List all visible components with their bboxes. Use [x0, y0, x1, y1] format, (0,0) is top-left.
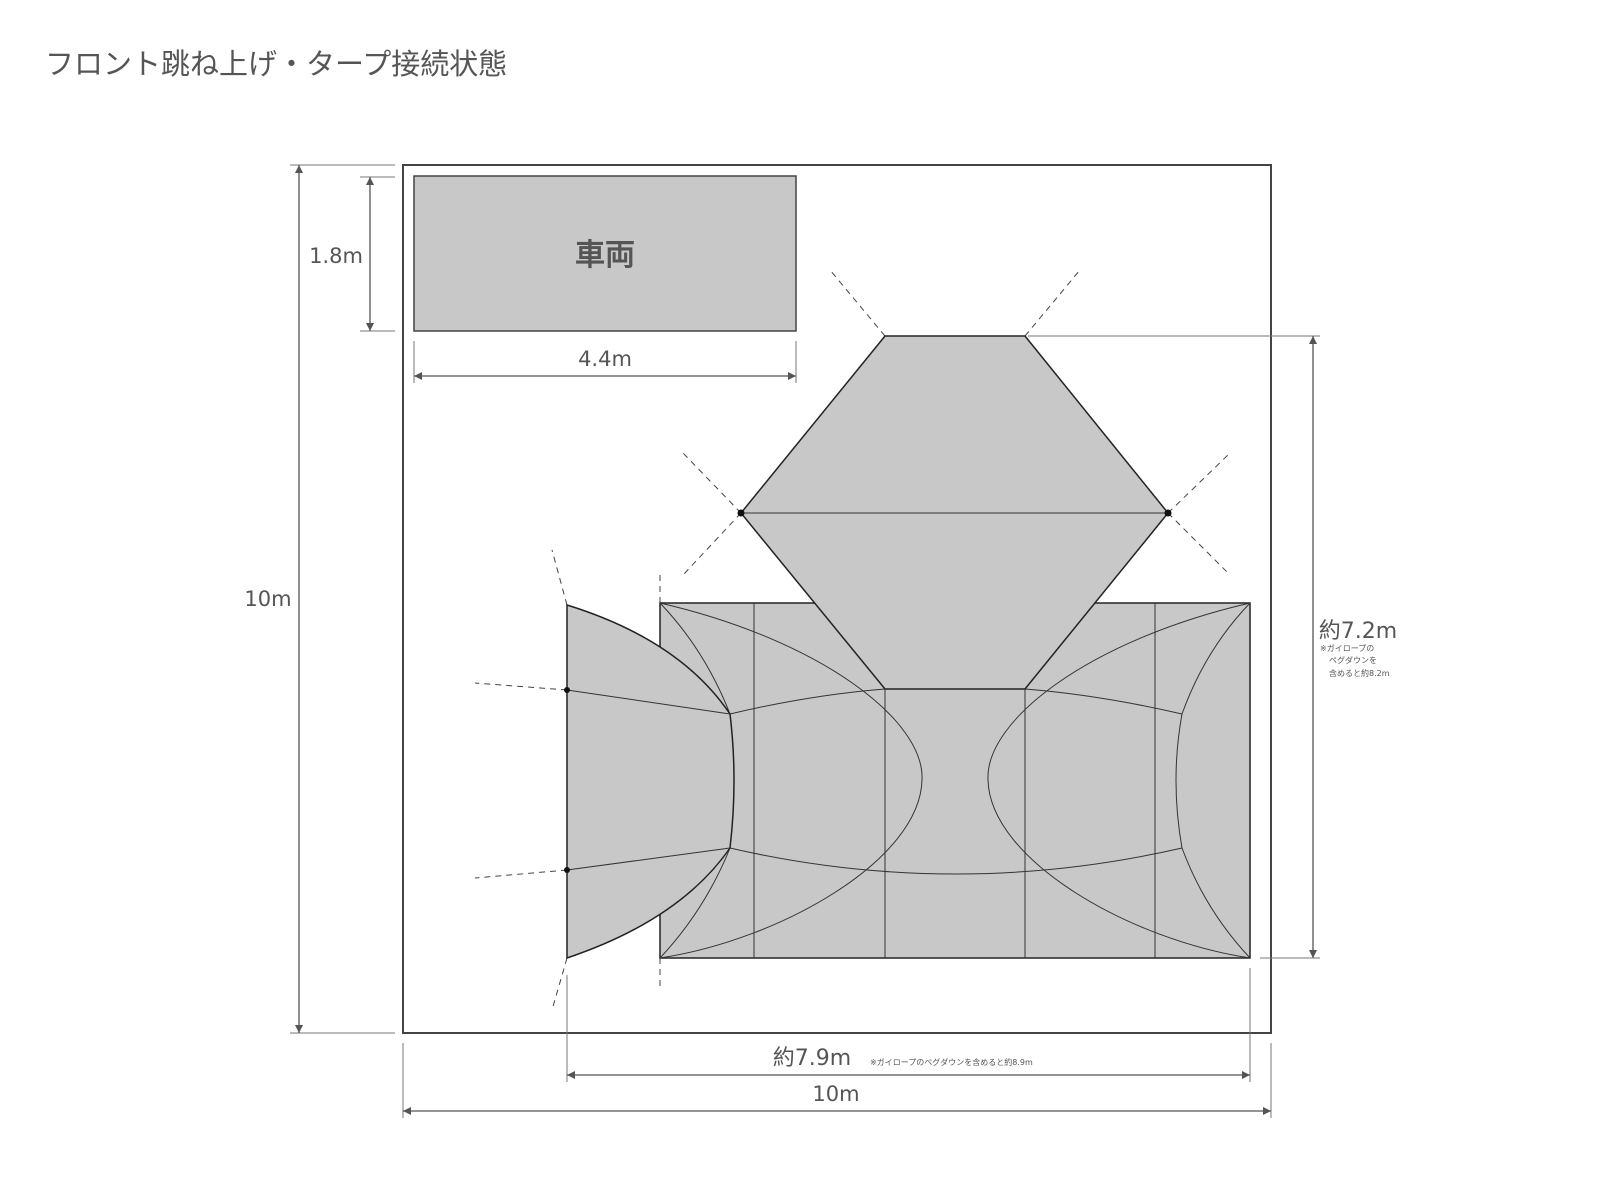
- vehicle-width-label: 1.8m: [309, 244, 363, 268]
- site-boundary: [402, 164, 1272, 1034]
- vehicle-length-label: 4.4m: [578, 347, 632, 371]
- tent-width-dimension: [566, 968, 1251, 1082]
- tent-depth-label: 約7.2m: [1319, 619, 1397, 644]
- tent-depth-note-2: ペグダウンを: [1329, 655, 1377, 665]
- site-height-dimension: [290, 164, 395, 1034]
- vehicle-rect: [413, 175, 797, 332]
- page-title: フロント跳ね上げ・タープ接続状態: [45, 47, 507, 81]
- tent-depth-note-1: ※ガイロープの: [1320, 643, 1374, 653]
- tent-depth-dimension: [1028, 335, 1320, 959]
- vehicle-length-dimension: [413, 341, 797, 383]
- vehicle-label: 車両: [575, 238, 635, 273]
- tent-width-note: ※ガイロープのペグダウンを含めると約8.9m: [870, 1057, 1033, 1067]
- site-width-dimension: [402, 1043, 1272, 1118]
- site-height-label: 10m: [244, 587, 291, 611]
- guy-lines: [474, 269, 1231, 1011]
- tent-depth-note-3: 含めると約8.2m: [1329, 668, 1390, 678]
- hexagon-tarp: [737, 335, 1172, 690]
- tent-width-label: 約7.9m: [773, 1046, 851, 1071]
- site-width-label: 10m: [812, 1082, 859, 1106]
- vehicle-width-dimension: [360, 176, 395, 332]
- front-flap: [564, 603, 735, 960]
